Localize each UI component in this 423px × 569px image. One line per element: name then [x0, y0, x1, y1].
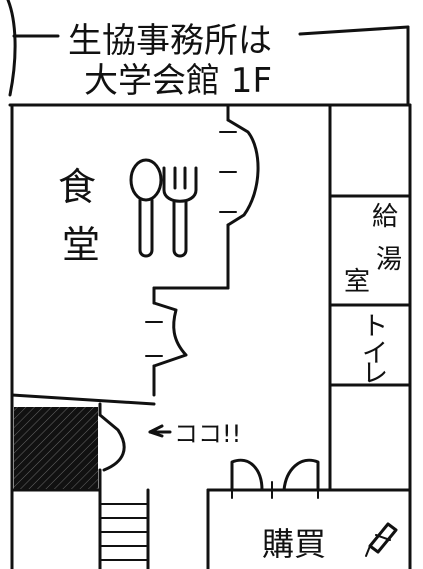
left-bracket-curve: [6, 0, 17, 97]
building-walls: [10, 103, 412, 569]
toilet-label-3: レ: [362, 359, 388, 389]
shop-door-right: [282, 458, 320, 492]
left-arrow-icon: [148, 424, 172, 438]
dining-label-1: 食: [58, 165, 96, 209]
kyuto-label-3: 室: [344, 267, 370, 297]
office-door: [98, 413, 126, 472]
dining-label-2: 堂: [62, 223, 100, 267]
here-marker-text: ココ!!: [174, 420, 241, 448]
header-line1: 生協事務所は: [68, 21, 272, 61]
doors: [98, 118, 320, 499]
dining-bottom-wall: [10, 393, 156, 406]
dining-door-upper: [226, 118, 260, 227]
fork-icon: [162, 166, 198, 258]
kyuto-label-1: 給: [372, 202, 398, 232]
header-line2: 大学会館 1F: [84, 61, 272, 101]
toilet-label-1: ト: [362, 312, 388, 342]
dining-door-lower: [152, 301, 188, 368]
spoon-icon: [129, 158, 163, 258]
header-banner: 生協事務所は 大学会館 1F: [6, 0, 412, 107]
shop-label: 購買: [262, 525, 326, 563]
shop-door-left: [230, 458, 264, 492]
office-room-hatched: [14, 407, 98, 489]
pencil-icon: [365, 522, 398, 557]
header-rule-right: [298, 25, 410, 36]
toilet-label-2: イ: [362, 339, 388, 369]
staircase: [99, 503, 149, 561]
kyuto-label-2: 湯: [376, 245, 402, 275]
